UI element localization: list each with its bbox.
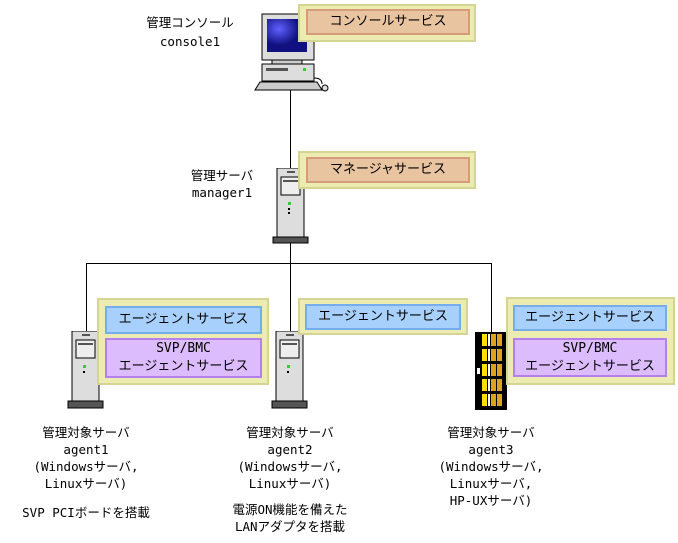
agent-title: 管理対象サーバ	[246, 425, 334, 440]
manager-title: 管理サーバ	[190, 168, 254, 183]
svp-line2: エージェントサービス	[118, 359, 249, 374]
agent-note: 電源ON機能を備えた	[232, 502, 348, 517]
agent-os: HP-UXサーバ)	[449, 493, 533, 508]
svp-line1: SVP/BMC	[156, 341, 211, 356]
agent-title: 管理対象サーバ	[42, 425, 130, 440]
rack-server-icon	[475, 332, 507, 410]
network-bus	[86, 263, 492, 264]
agent-os: Linuxサーバ,	[449, 476, 533, 491]
agent-os: (Windowsサーバ,	[33, 459, 139, 474]
agent-note: LANアダプタを搭載	[234, 519, 346, 534]
manager-service: マネージャサービス	[306, 157, 470, 183]
console-name: console1	[159, 34, 221, 49]
svp-line1: SVP/BMC	[562, 340, 618, 356]
agent1-label: 管理対象サーバ agent1 (Windowsサーバ, Linuxサーバ) SV…	[6, 424, 166, 521]
manager-name: manager1	[191, 185, 253, 200]
agent3-svp-service: SVP/BMC エージェントサービス	[513, 338, 667, 377]
agent2-label: 管理対象サーバ agent2 (Windowsサーバ, Linuxサーバ) 電源…	[210, 424, 370, 535]
svp-line2: エージェントサービス	[525, 358, 655, 374]
agent-os: (Windowsサーバ,	[438, 459, 544, 474]
agent-name: agent3	[468, 442, 514, 457]
agent3-label: 管理対象サーバ agent3 (Windowsサーバ, Linuxサーバ, HP…	[411, 424, 571, 509]
agent1-service: エージェントサービス	[105, 306, 262, 334]
agent-os: (Windowsサーバ,	[237, 459, 343, 474]
agent-os: Linuxサーバ)	[44, 476, 128, 491]
agent-title: 管理対象サーバ	[447, 425, 535, 440]
tower-server-icon	[67, 331, 104, 409]
agent-name: agent1	[63, 442, 109, 457]
agent1-svp-service: SVP/BMC エージェントサービス	[105, 338, 262, 378]
link-agent2	[290, 263, 291, 331]
link-agent1	[86, 263, 87, 331]
tower-server-icon	[272, 168, 309, 244]
link-agent3	[491, 263, 492, 333]
agent3-service: エージェントサービス	[513, 305, 667, 331]
agent2-service: エージェントサービス	[305, 304, 461, 330]
agent-name: agent2	[267, 442, 313, 457]
link-console-manager	[290, 90, 291, 168]
tower-server-icon	[271, 331, 308, 409]
console-service: コンソールサービス	[306, 9, 470, 35]
agent-os: Linuxサーバ)	[248, 476, 332, 491]
console-title: 管理コンソール	[146, 15, 234, 30]
agent-note: SVP PCIボードを搭載	[22, 505, 150, 520]
link-manager-bus	[290, 243, 291, 263]
